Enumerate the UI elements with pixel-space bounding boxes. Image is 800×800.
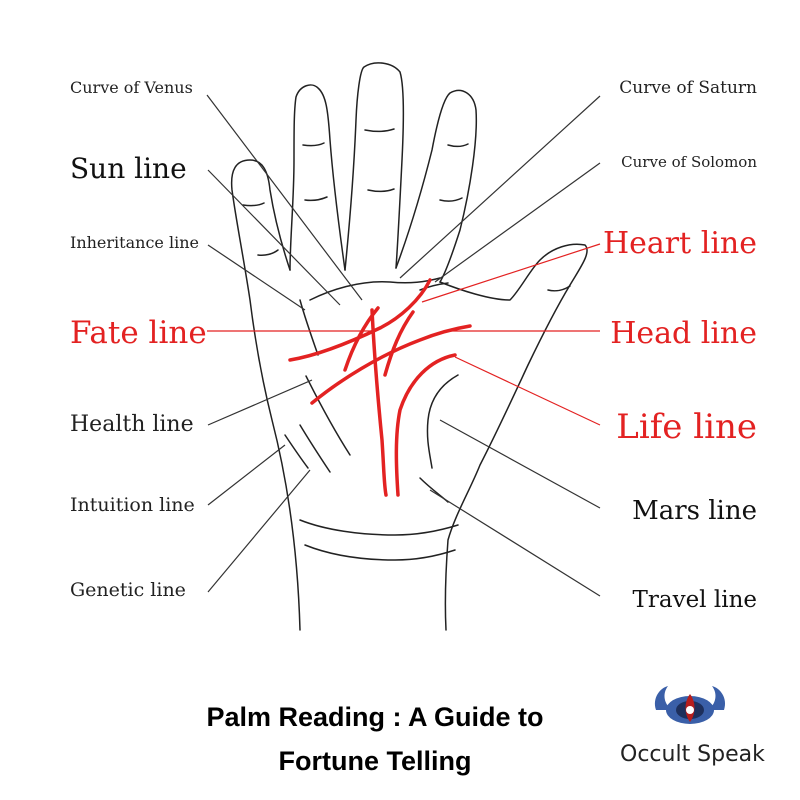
pointer-curve-of-solomon <box>434 162 601 283</box>
label-sun-line: Sun line <box>70 152 187 185</box>
life-palm-line <box>394 353 457 497</box>
label-travel-line: Travel line <box>633 587 757 613</box>
label-intuition-line: Intuition line <box>70 494 195 516</box>
hand-outline <box>230 62 588 631</box>
curve-of-solomon-line <box>419 282 449 291</box>
left-labels: Curve of Venus Sun line Inheritance line… <box>70 78 207 601</box>
pointer-intuition-line <box>207 444 286 506</box>
cross-line-b <box>383 310 415 377</box>
major-palm-lines <box>288 278 472 497</box>
pointer-life-line <box>454 356 601 426</box>
label-curve-of-solomon: Curve of Solomon <box>621 153 757 171</box>
pointer-heart-line <box>421 243 601 303</box>
caption-line-1: Palm Reading : A Guide to <box>206 702 544 732</box>
fate-palm-line <box>370 308 388 497</box>
intuition-palm-line <box>299 424 331 473</box>
sun-palm-line <box>299 299 319 356</box>
brand-name: Occult Speak <box>620 742 765 767</box>
label-curve-of-venus: Curve of Venus <box>70 78 193 97</box>
mars-palm-line <box>426 374 459 469</box>
label-genetic-line: Genetic line <box>70 579 186 601</box>
caption-line-2: Fortune Telling <box>278 746 472 776</box>
label-heart-line: Heart line <box>603 226 757 261</box>
label-fate-line: Fate line <box>70 315 207 351</box>
heart-palm-line <box>288 278 432 362</box>
cross-line-a <box>343 306 380 372</box>
pointer-travel-line <box>429 489 601 597</box>
right-labels: Curve of Saturn Curve of Solomon Heart l… <box>603 78 757 613</box>
pointer-genetic-line <box>207 469 311 593</box>
genetic-palm-line <box>284 434 309 469</box>
label-health-line: Health line <box>70 412 194 437</box>
label-inheritance-line: Inheritance line <box>70 233 199 252</box>
label-curve-of-saturn: Curve of Saturn <box>619 78 757 98</box>
occult-speak-logo-icon <box>654 686 726 724</box>
health-palm-line <box>305 375 351 456</box>
label-mars-line: Mars line <box>632 496 757 526</box>
pointer-sun-line <box>207 169 341 306</box>
pointer-curve-of-saturn <box>399 95 601 279</box>
pointer-inheritance-line <box>207 244 306 311</box>
head-palm-line <box>310 324 472 405</box>
pointer-mars-line <box>439 419 601 509</box>
label-life-line: Life line <box>616 407 757 447</box>
label-head-line: Head line <box>610 316 757 351</box>
pointer-lines <box>206 94 601 597</box>
pointer-health-line <box>207 379 313 426</box>
pointer-curve-of-venus <box>206 94 363 301</box>
